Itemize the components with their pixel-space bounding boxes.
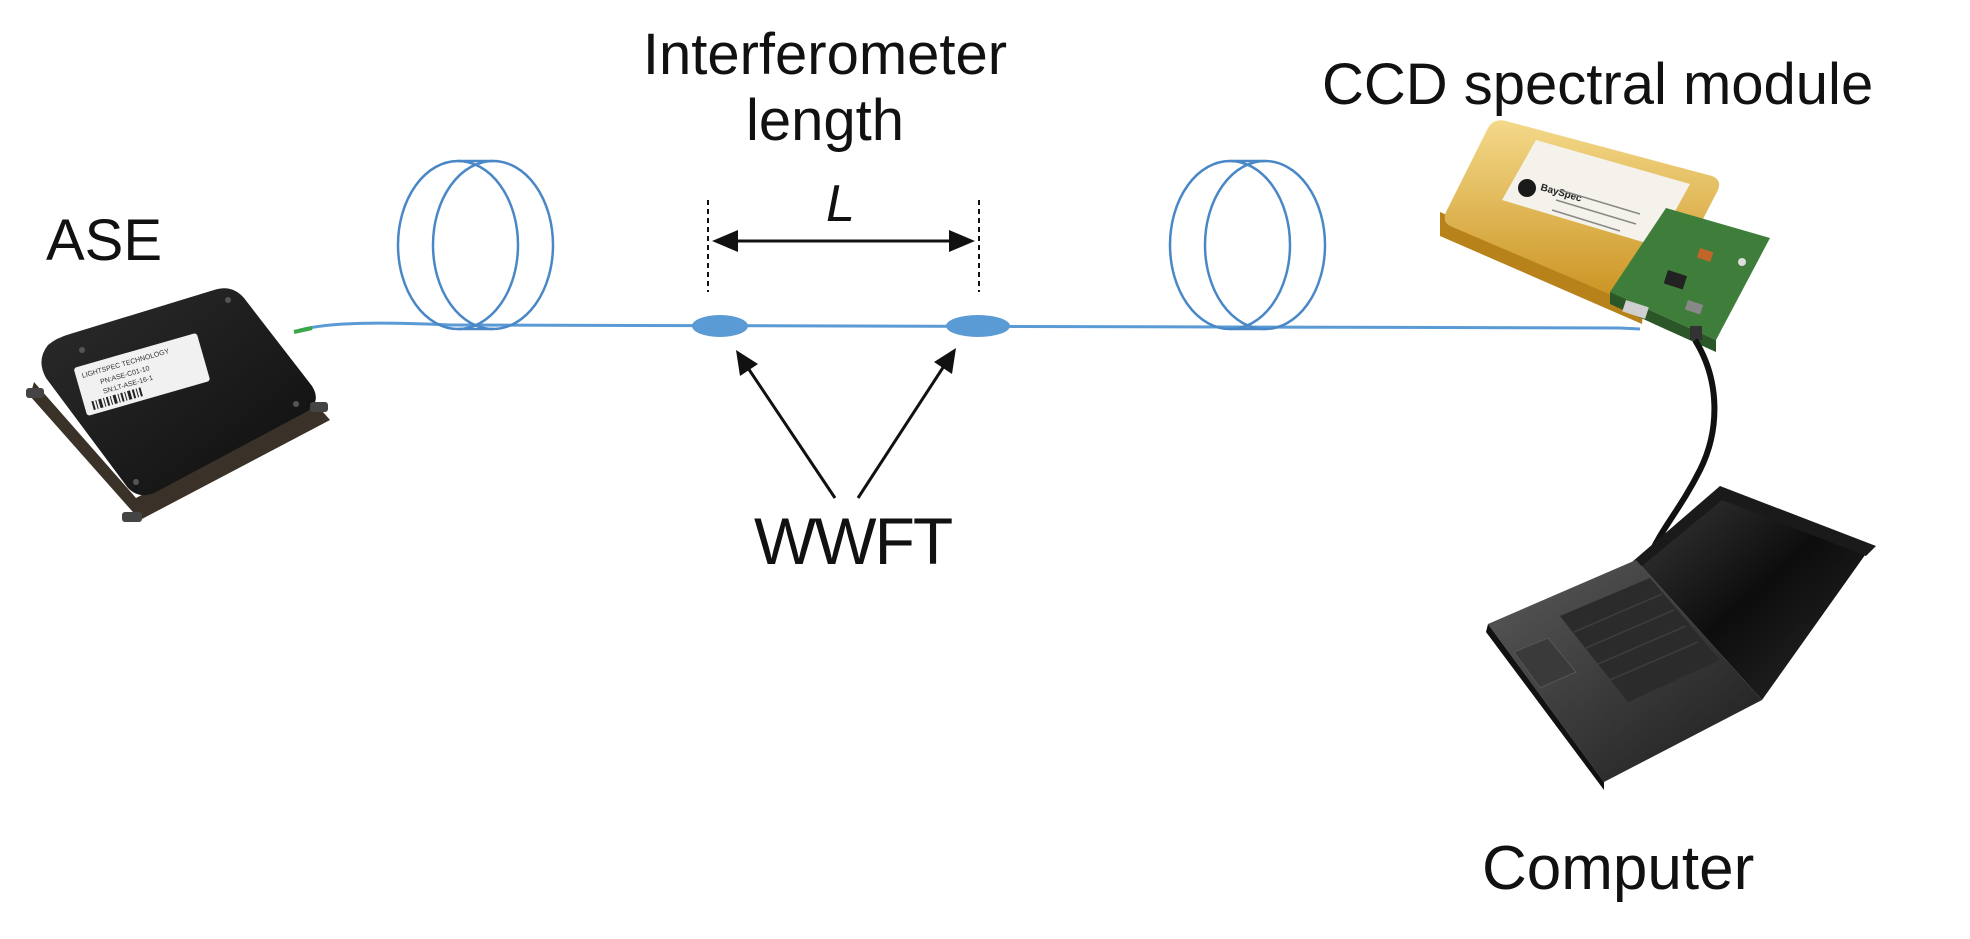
- interferometer-label-line2: length: [745, 87, 905, 153]
- wwft-label: WWFT: [754, 504, 953, 578]
- length-symbol-label: L: [826, 175, 855, 233]
- grating-icon: [946, 315, 1010, 337]
- optical-fiber: [293, 321, 1641, 334]
- wwft-arrows: [736, 348, 956, 499]
- laptop-icon: [1486, 486, 1876, 790]
- interferometer-label-line1: Interferometer: [642, 22, 1008, 87]
- fiber-coil-icon: [396, 159, 555, 331]
- length-bracket: [707, 200, 980, 292]
- grating-icon: [692, 315, 748, 337]
- computer-label: Computer: [1482, 834, 1755, 903]
- usb-cable: [1645, 338, 1718, 562]
- ccd-module-label: CCD spectral module: [1322, 52, 1874, 117]
- ccd-module-icon: BaySpec: [1440, 120, 1770, 352]
- fiber-coil-icon: [1168, 159, 1327, 331]
- ase-source-icon: LIGHTSPEC TECHNOLOGY PN:ASE-C01-10 SN:LT…: [26, 288, 330, 522]
- ase-label: ASE: [46, 208, 163, 273]
- interferometer-length-label: Interferometer length: [590, 22, 1060, 153]
